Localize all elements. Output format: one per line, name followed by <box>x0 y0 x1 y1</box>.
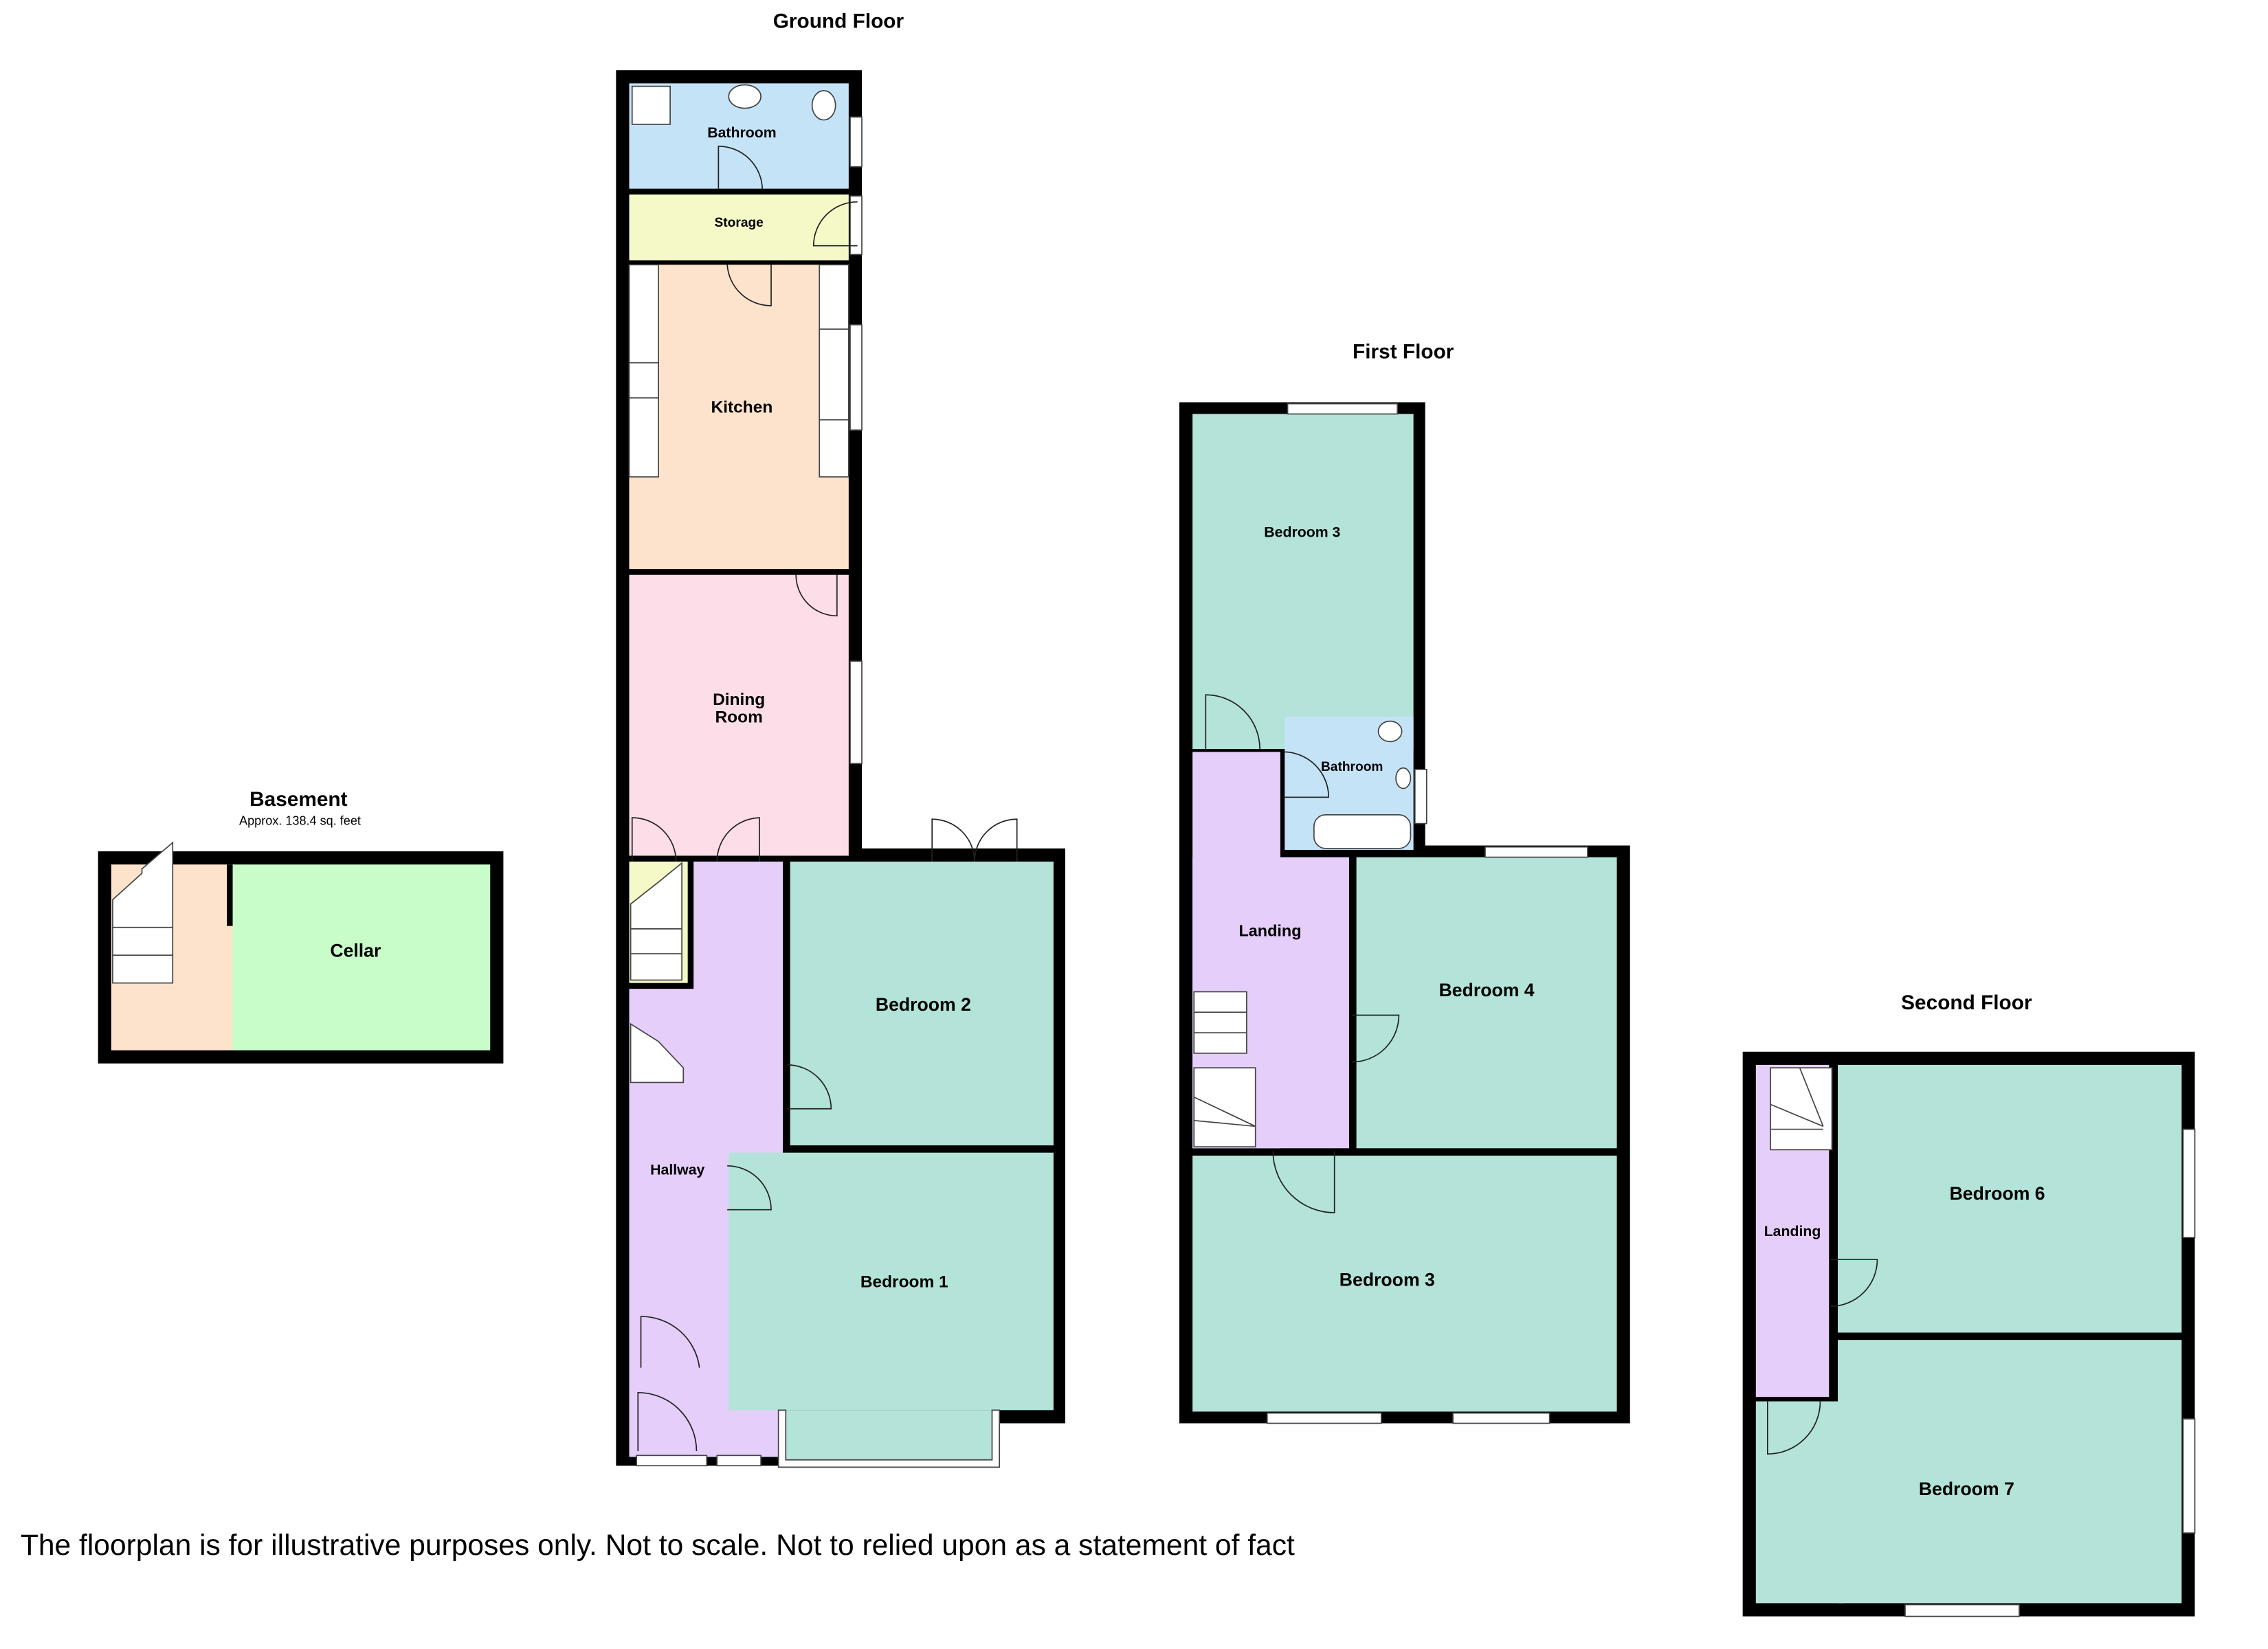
room-kitchen <box>629 265 849 570</box>
bay-window-area <box>778 1410 992 1461</box>
label-kitchen: Kitchen <box>711 398 773 416</box>
label-bedroom-1: Bedroom 1 <box>860 1273 948 1292</box>
basement-area: Approx. 138.4 sq. feet <box>239 814 361 828</box>
first-floor-plan: First Floor Bedroom 3 Bathroom Landi <box>1179 341 1630 1424</box>
label-dining: Dining <box>713 691 765 709</box>
label-storage: Storage <box>715 216 764 230</box>
door[interactable] <box>1283 751 1330 798</box>
room-bedroom-4 <box>1356 857 1617 1149</box>
window <box>1485 846 1588 858</box>
label-cellar: Cellar <box>330 940 381 961</box>
label-bedroom-3-front: Bedroom 3 <box>1339 1269 1435 1290</box>
door[interactable] <box>726 265 772 306</box>
sink-icon <box>728 84 761 109</box>
stairs-icon <box>1193 991 1256 1147</box>
stairs-icon <box>1770 1067 1833 1151</box>
window <box>849 324 863 431</box>
door[interactable] <box>727 1165 772 1211</box>
disclaimer: The floorplan is for illustrative purpos… <box>21 1529 1295 1562</box>
front-door[interactable] <box>637 1391 698 1451</box>
label-landing: Landing <box>1238 922 1301 940</box>
door[interactable] <box>787 1064 832 1110</box>
hallway-lower <box>629 1151 723 1453</box>
window <box>1287 403 1399 415</box>
second-floor-plan: Second Floor Landing Bedroom 6 Bedroom 7 <box>1742 991 2196 1617</box>
first-floor-title: First Floor <box>1353 341 1454 363</box>
window <box>716 1455 761 1467</box>
door[interactable] <box>1205 694 1260 750</box>
window <box>849 195 863 256</box>
second-floor-title: Second Floor <box>1901 991 2032 1014</box>
room-bedroom-2 <box>790 861 1054 1145</box>
toilet-icon <box>1377 720 1403 743</box>
toilet-icon <box>811 90 836 121</box>
window <box>2182 1418 2196 1534</box>
basement-title: Basement <box>249 788 348 811</box>
window <box>1266 1412 1382 1424</box>
label-bathroom: Bathroom <box>707 124 776 141</box>
room-bedroom-3-rear <box>1192 414 1414 750</box>
bedroom-7-alcove <box>1755 1401 1844 1604</box>
label-bedroom-7: Bedroom 7 <box>1919 1479 2014 1499</box>
door[interactable] <box>812 201 858 247</box>
window <box>849 116 863 168</box>
window <box>849 660 863 765</box>
room-bedroom-3-front <box>1192 1155 1617 1412</box>
door[interactable] <box>1766 1401 1821 1455</box>
french-doors[interactable] <box>931 818 1018 862</box>
hob-icon <box>628 362 659 399</box>
basement-partition <box>227 864 233 926</box>
kitchen-sink-icon <box>819 328 849 420</box>
window <box>1414 768 1427 824</box>
label-bedroom-4: Bedroom 4 <box>1439 980 1535 1000</box>
window <box>2182 1128 2196 1238</box>
door[interactable] <box>640 1316 700 1368</box>
basement-plan: Basement Approx. 138.4 sq. feet Cellar <box>98 788 504 1064</box>
door[interactable] <box>1272 1151 1335 1213</box>
window <box>1452 1412 1550 1424</box>
room-bedroom-6 <box>1838 1064 2182 1333</box>
door[interactable] <box>716 817 760 862</box>
door[interactable] <box>1352 1014 1400 1063</box>
room-bedroom-7 <box>1838 1340 2182 1604</box>
sink-icon <box>1395 767 1412 789</box>
label-bedroom-3-rear: Bedroom 3 <box>1264 524 1340 540</box>
window <box>1904 1604 2020 1617</box>
door[interactable] <box>631 817 677 862</box>
ground-floor-title: Ground Floor <box>773 10 904 32</box>
bay-window <box>777 1409 1000 1468</box>
shower-icon <box>631 85 671 125</box>
label-bedroom-6: Bedroom 6 <box>1950 1183 2045 1204</box>
stairs-icon <box>112 841 174 984</box>
door[interactable] <box>795 574 838 617</box>
label-hallway: Hallway <box>650 1162 704 1178</box>
room-dining <box>629 574 849 856</box>
room-bedroom-1 <box>729 1152 1054 1411</box>
room-cellar <box>232 864 491 1051</box>
label-dining-room: Room <box>715 708 763 727</box>
label-first-bathroom: Bathroom <box>1321 760 1383 774</box>
stairs-icon <box>630 862 685 1084</box>
label-bedroom-2: Bedroom 2 <box>876 994 971 1015</box>
ground-floor-plan: Ground Floor <box>616 10 1065 1468</box>
door[interactable] <box>718 146 764 189</box>
room-storage <box>629 194 849 260</box>
window <box>636 1455 708 1467</box>
bath-icon <box>1313 814 1412 849</box>
door[interactable] <box>1830 1259 1878 1308</box>
label-second-landing: Landing <box>1764 1223 1821 1239</box>
